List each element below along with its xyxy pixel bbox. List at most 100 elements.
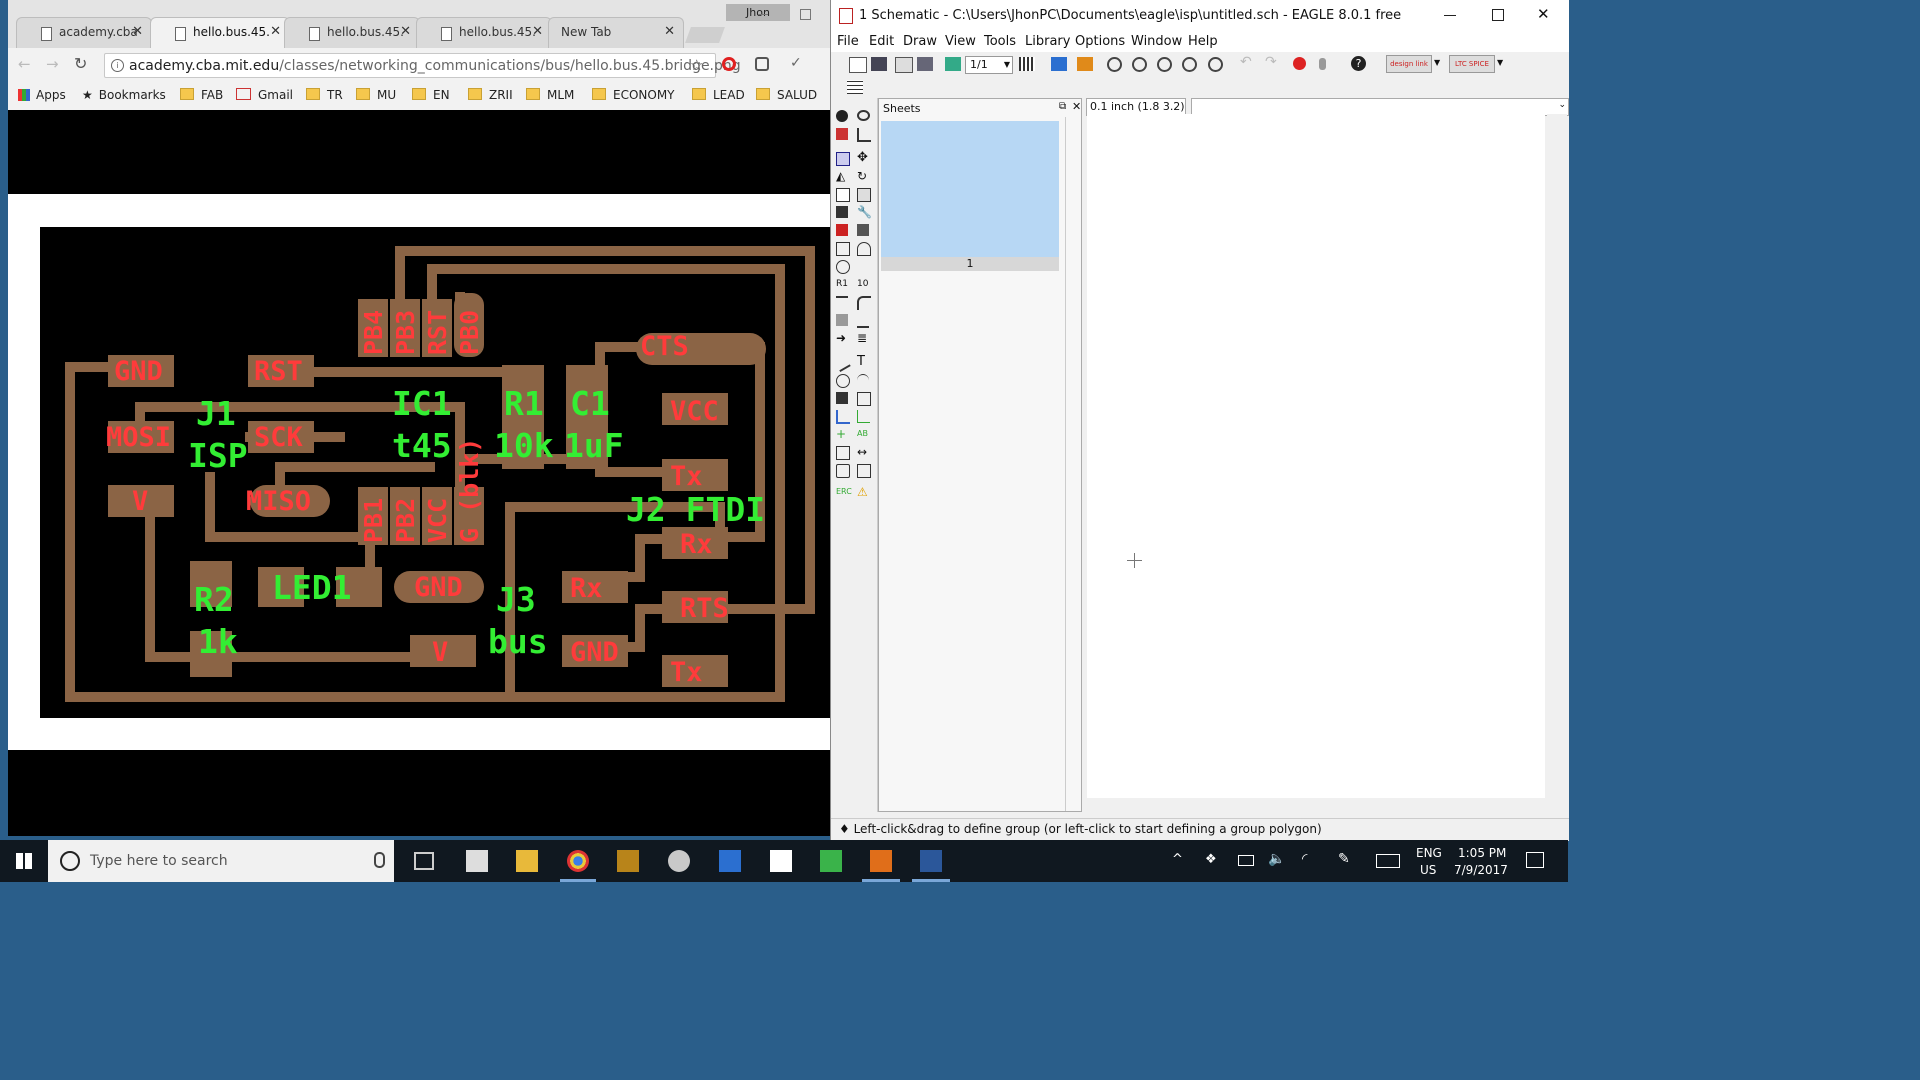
align-icon[interactable]: ≣ xyxy=(857,331,868,345)
pen-icon[interactable]: ✎ xyxy=(1338,851,1350,867)
move-arrows-icon[interactable]: ✥ xyxy=(857,150,868,165)
file-explorer-icon[interactable] xyxy=(516,850,538,872)
chevron-down-icon[interactable]: ▼ xyxy=(1434,58,1441,67)
float-panel-icon[interactable]: ⧉ xyxy=(1059,101,1067,112)
reload-icon[interactable]: ↻ xyxy=(74,54,88,73)
gateswap-icon[interactable] xyxy=(857,242,871,256)
tab-academy[interactable]: academy.cba ✕ xyxy=(16,17,152,48)
menu-options[interactable]: Options xyxy=(1075,34,1126,49)
shield-extension-icon[interactable] xyxy=(755,57,769,71)
zoom-select-icon[interactable] xyxy=(1208,57,1223,72)
net-icon[interactable] xyxy=(857,410,870,423)
split-icon[interactable] xyxy=(836,314,848,326)
copy-icon[interactable] xyxy=(836,188,850,202)
volume-icon[interactable]: 🔈 xyxy=(1268,851,1286,867)
zoom-fit-icon[interactable] xyxy=(1107,57,1122,72)
close-icon[interactable]: ✕ xyxy=(532,24,543,39)
bookmark-star-icon[interactable]: ☆ xyxy=(690,56,704,74)
close-icon[interactable]: ✕ xyxy=(132,24,143,39)
maximize-icon[interactable] xyxy=(800,9,811,20)
minimize-icon[interactable] xyxy=(1444,15,1456,16)
new-tab-button[interactable] xyxy=(685,27,725,43)
sheets-scrollbar[interactable] xyxy=(1065,117,1080,811)
bookmark-mlm[interactable]: MLM xyxy=(526,88,574,102)
optimize-icon[interactable] xyxy=(857,314,869,328)
arrow-icon[interactable]: ➜ xyxy=(836,331,847,345)
menu-tools[interactable]: Tools xyxy=(984,34,1017,49)
horizontal-scrollbar[interactable] xyxy=(1087,798,1545,812)
paint-icon[interactable] xyxy=(668,850,690,872)
maximize-icon[interactable] xyxy=(1492,9,1504,21)
zoom-out-icon[interactable] xyxy=(1157,57,1172,72)
dimension-icon[interactable]: ↔ xyxy=(857,445,868,459)
bookmark-salud[interactable]: SALUD xyxy=(756,88,817,102)
arc-icon[interactable] xyxy=(857,374,869,387)
dropbox-icon[interactable]: ❖ xyxy=(1205,852,1217,867)
close-icon[interactable]: ✕ xyxy=(400,24,411,39)
bookmark-en[interactable]: EN xyxy=(412,88,450,102)
bookmark-gmail[interactable]: Gmail xyxy=(236,88,293,102)
circle-icon[interactable] xyxy=(836,374,850,388)
wifi-icon[interactable]: ◜ xyxy=(1302,851,1308,867)
show-icon[interactable] xyxy=(857,110,870,121)
document-icon[interactable] xyxy=(770,850,792,872)
text-icon[interactable]: T xyxy=(857,354,865,369)
minimize-icon[interactable] xyxy=(758,14,768,15)
polygon-icon[interactable] xyxy=(857,392,871,406)
wrench-icon[interactable]: 🔧 xyxy=(857,205,872,219)
add-part-icon[interactable] xyxy=(836,224,848,236)
stop-icon[interactable] xyxy=(1293,57,1306,70)
photos-icon[interactable] xyxy=(719,850,741,872)
tab-new-tab[interactable]: New Tab ✕ xyxy=(548,17,684,48)
taskbar-search[interactable]: Type here to search xyxy=(48,840,394,882)
menu-draw[interactable]: Draw xyxy=(903,34,937,49)
clock-date[interactable]: 7/9/2017 xyxy=(1454,863,1508,877)
replace-icon[interactable] xyxy=(857,224,869,236)
chevron-down-icon[interactable]: ▼ xyxy=(1497,58,1504,67)
help-icon[interactable]: ? xyxy=(1351,56,1366,71)
bookmark-apps[interactable]: Apps xyxy=(18,88,66,102)
go-icon[interactable] xyxy=(1319,58,1326,70)
store-icon[interactable] xyxy=(466,850,488,872)
line-icon[interactable] xyxy=(833,353,851,373)
menu-file[interactable]: File xyxy=(837,34,859,49)
library-icon[interactable] xyxy=(1019,57,1035,71)
pinswap-icon[interactable] xyxy=(836,242,850,256)
save-icon[interactable] xyxy=(871,57,887,71)
sheet-thumbnail[interactable] xyxy=(881,121,1059,257)
zoom-in-icon[interactable] xyxy=(1132,57,1147,72)
bookmark-tr[interactable]: TR xyxy=(306,88,343,102)
chrome-icon[interactable] xyxy=(567,850,589,872)
bookmark-mu[interactable]: MU xyxy=(356,88,396,102)
bookmark-lead[interactable]: LEAD xyxy=(692,88,745,102)
redo-icon[interactable]: ↷ xyxy=(1265,54,1277,70)
menu-view[interactable]: View xyxy=(945,34,976,49)
schematic-canvas[interactable] xyxy=(1087,114,1545,798)
close-icon[interactable]: ✕ xyxy=(1537,5,1550,23)
attribute-icon[interactable] xyxy=(836,446,850,460)
windows-start-icon[interactable] xyxy=(16,853,32,869)
eagle-taskbar-icon[interactable] xyxy=(870,850,892,872)
move-icon[interactable] xyxy=(836,152,850,166)
warning-icon[interactable]: ⚠ xyxy=(857,485,868,499)
grid-icon[interactable] xyxy=(847,80,863,94)
name-icon[interactable]: R1 xyxy=(836,279,848,289)
ltspice-button[interactable]: LTC SPICE xyxy=(1449,55,1495,73)
rect-icon[interactable] xyxy=(836,392,848,404)
tab-hello-bus-2[interactable]: hello.bus.45. ✕ xyxy=(284,17,420,48)
menu-window[interactable]: Window xyxy=(1131,34,1183,49)
keyboard-icon[interactable] xyxy=(1376,854,1400,868)
task-view-icon[interactable] xyxy=(414,852,434,870)
mirror-icon[interactable]: ◭ xyxy=(836,169,846,183)
label-icon[interactable]: AB xyxy=(857,429,868,438)
close-icon[interactable]: ✕ xyxy=(270,24,281,39)
menu-help[interactable]: Help xyxy=(1188,34,1218,49)
opera-extension-icon[interactable] xyxy=(722,57,736,71)
input-language[interactable]: ENG xyxy=(1416,846,1442,860)
show-hidden-icons-icon[interactable]: ^ xyxy=(1172,852,1183,867)
tab-hello-bus-active[interactable]: hello.bus.45. ✕ xyxy=(150,17,290,48)
menu-library[interactable]: Library xyxy=(1025,34,1071,49)
undo-icon[interactable]: ↶ xyxy=(1240,54,1252,70)
design-link-button[interactable]: design link xyxy=(1386,55,1432,73)
close-icon[interactable]: ✕ xyxy=(1072,100,1082,113)
